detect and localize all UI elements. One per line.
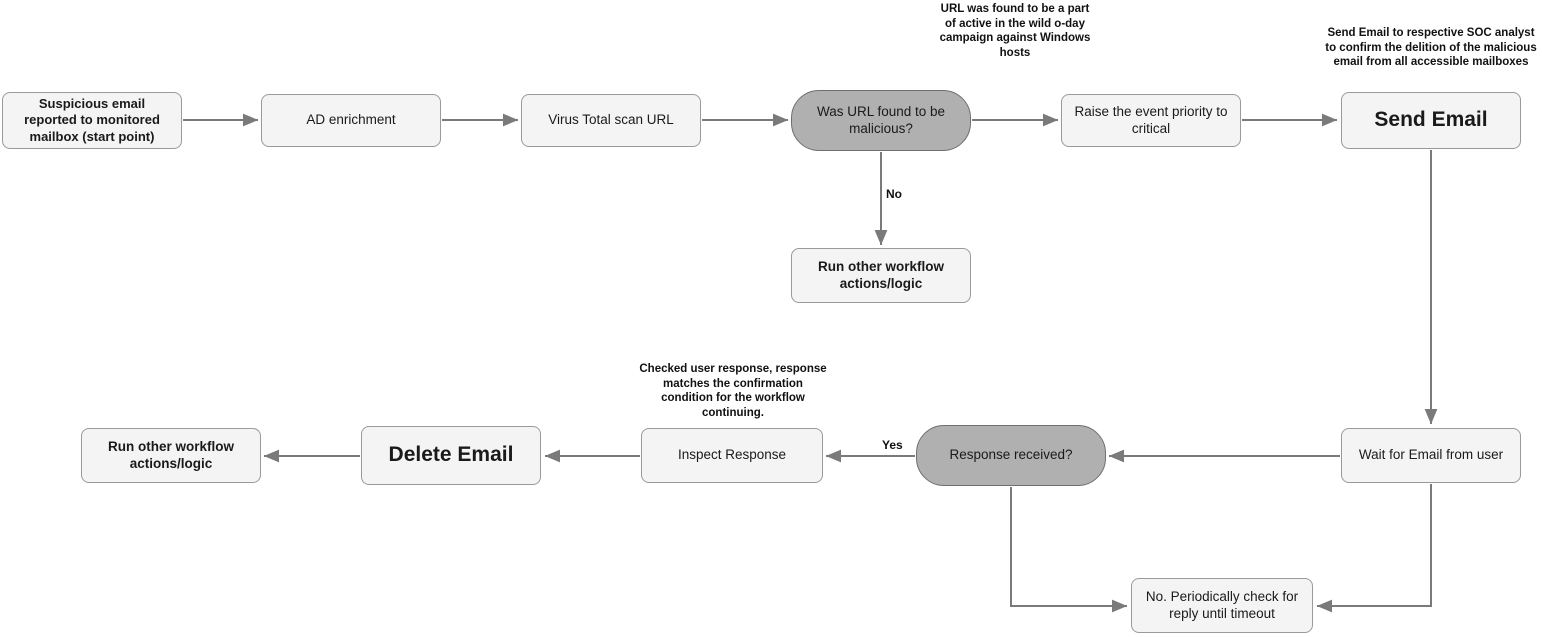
node-run-other-workflow-bottom-label: Run other workflow actions/logic: [108, 438, 234, 471]
node-wait-for-email[interactable]: Wait for Email from user: [1341, 428, 1521, 483]
node-start-label: Suspicious email reported to monitored m…: [24, 96, 160, 144]
annotation-checked-response: Checked user response, response matches …: [639, 363, 827, 420]
node-send-email[interactable]: Send Email: [1341, 92, 1521, 149]
node-delete-email-label: Delete Email: [388, 443, 514, 467]
node-periodic-check-label: No. Periodically check for reply until t…: [1145, 588, 1299, 621]
node-decision-url-malicious[interactable]: Was URL found to be malicious?: [791, 90, 971, 151]
edge-label-yes: Yes: [882, 438, 903, 452]
node-inspect-response[interactable]: Inspect Response: [641, 428, 823, 483]
node-decision-response-received-label: Response received?: [949, 447, 1073, 463]
node-virustotal-scan[interactable]: Virus Total scan URL: [521, 94, 701, 147]
node-send-email-label: Send Email: [1374, 108, 1488, 132]
node-virustotal-scan-label: Virus Total scan URL: [548, 112, 674, 128]
node-raise-priority-label: Raise the event priority to critical: [1074, 103, 1228, 136]
node-wait-for-email-label: Wait for Email from user: [1358, 447, 1504, 463]
node-run-other-workflow-top[interactable]: Run other workflow actions/logic: [791, 248, 971, 303]
node-ad-enrichment-label: AD enrichment: [306, 112, 396, 128]
node-ad-enrichment[interactable]: AD enrichment: [261, 94, 441, 147]
edge-label-no: No: [886, 187, 902, 201]
node-periodic-check[interactable]: No. Periodically check for reply until t…: [1131, 578, 1313, 633]
node-start[interactable]: Suspicious email reported to monitored m…: [2, 92, 182, 149]
annotation-soc-confirm: Send Email to respective SOC analyst to …: [1325, 27, 1537, 69]
node-decision-url-malicious-label: Was URL found to be malicious?: [816, 103, 946, 136]
node-run-other-workflow-bottom[interactable]: Run other workflow actions/logic: [81, 428, 261, 483]
node-raise-priority[interactable]: Raise the event priority to critical: [1061, 94, 1241, 147]
node-run-other-workflow-top-label: Run other workflow actions/logic: [818, 258, 944, 291]
node-delete-email[interactable]: Delete Email: [361, 426, 541, 485]
node-inspect-response-label: Inspect Response: [677, 447, 787, 463]
node-decision-response-received[interactable]: Response received?: [916, 425, 1106, 486]
annotation-zero-day: URL was found to be a part of active in …: [939, 3, 1091, 60]
